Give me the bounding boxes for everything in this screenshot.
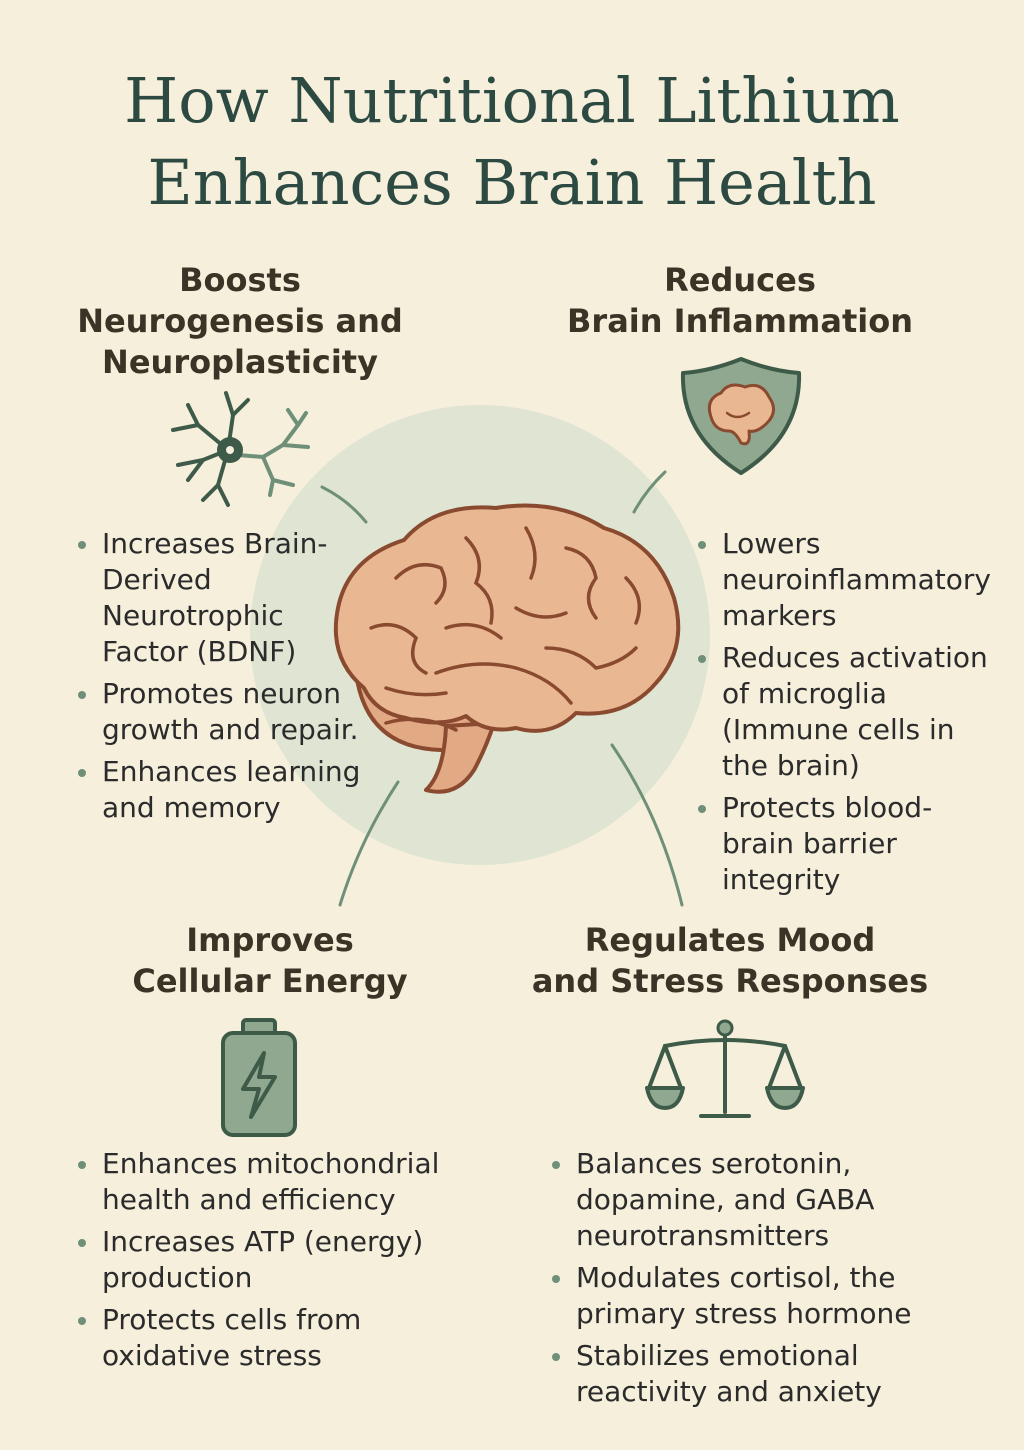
bullet-item: Promotes neuron growth and repair. [76,676,366,748]
brain-cerebrum [333,503,681,733]
bullets-mood: Balances serotonin, dopamine, and GABA n… [550,1146,990,1416]
brain-icon [333,503,681,794]
bullet-item: Enhances mitochondrial health and effici… [76,1146,466,1218]
shield-brain-icon [680,357,802,475]
page-title: How Nutritional Lithium Enhances Brain H… [0,60,1024,224]
heading-neurogenesis: Boosts Neurogenesis and Neuroplasticity [60,260,420,383]
connector-line-top-right [632,470,667,514]
scale-pan-left [645,1086,685,1110]
bullet-item: Reduces activation of microglia (Immune … [696,640,996,784]
heading-neurogenesis-line-2: Neurogenesis and [77,302,403,340]
bullet-item: Modulates cortisol, the primary stress h… [550,1260,990,1332]
heading-inflammation-line-2: Brain Inflammation [567,302,913,340]
balance-scale-icon [645,1019,805,1118]
heading-inflammation: Reduces Brain Inflammation [560,260,920,342]
heading-mood: Regulates Mood and Stress Responses [520,920,940,1002]
bullets-energy: Enhances mitochondrial health and effici… [76,1146,466,1380]
bullet-item: Protects cells from oxidative stress [76,1302,466,1374]
heading-energy-line-1: Improves [186,921,354,959]
brain-stem [424,721,496,794]
bullets-inflammation: Lowers neuroinflammatory markers Reduces… [696,526,996,904]
neuron-icon [171,391,310,507]
heading-energy-line-2: Cellular Energy [132,962,408,1000]
lightning-bolt-icon [241,1051,277,1119]
bullet-item: Stabilizes emotional reactivity and anxi… [550,1338,990,1410]
bullets-neurogenesis: Increases Brain-Derived Neurotrophic Fac… [76,526,366,832]
connector-line-bottom-right [610,743,684,907]
battery-icon [221,1018,297,1137]
heading-energy: Improves Cellular Energy [100,920,440,1002]
title-line-1: How Nutritional Lithium [124,64,900,137]
bullet-item: Lowers neuroinflammatory markers [696,526,996,634]
scale-pan-right [765,1086,805,1110]
bullet-item: Increases Brain-Derived Neurotrophic Fac… [76,526,366,670]
connector-line-top-left [320,485,368,524]
heading-mood-line-2: and Stress Responses [531,962,929,1000]
bullet-item: Protects blood-brain barrier integrity [696,790,996,898]
heading-neurogenesis-line-1: Boosts [179,261,301,299]
bullet-item: Enhances learning and memory [76,754,366,826]
shield-brain-shape [707,383,775,446]
heading-inflammation-line-1: Reduces [664,261,816,299]
title-line-2: Enhances Brain Health [147,146,877,219]
bullet-item: Balances serotonin, dopamine, and GABA n… [550,1146,990,1254]
bullet-item: Increases ATP (energy) production [76,1224,466,1296]
heading-mood-line-1: Regulates Mood [584,921,876,959]
connector-line-bottom-left [338,780,400,907]
heading-neurogenesis-line-3: Neuroplasticity [102,343,378,381]
